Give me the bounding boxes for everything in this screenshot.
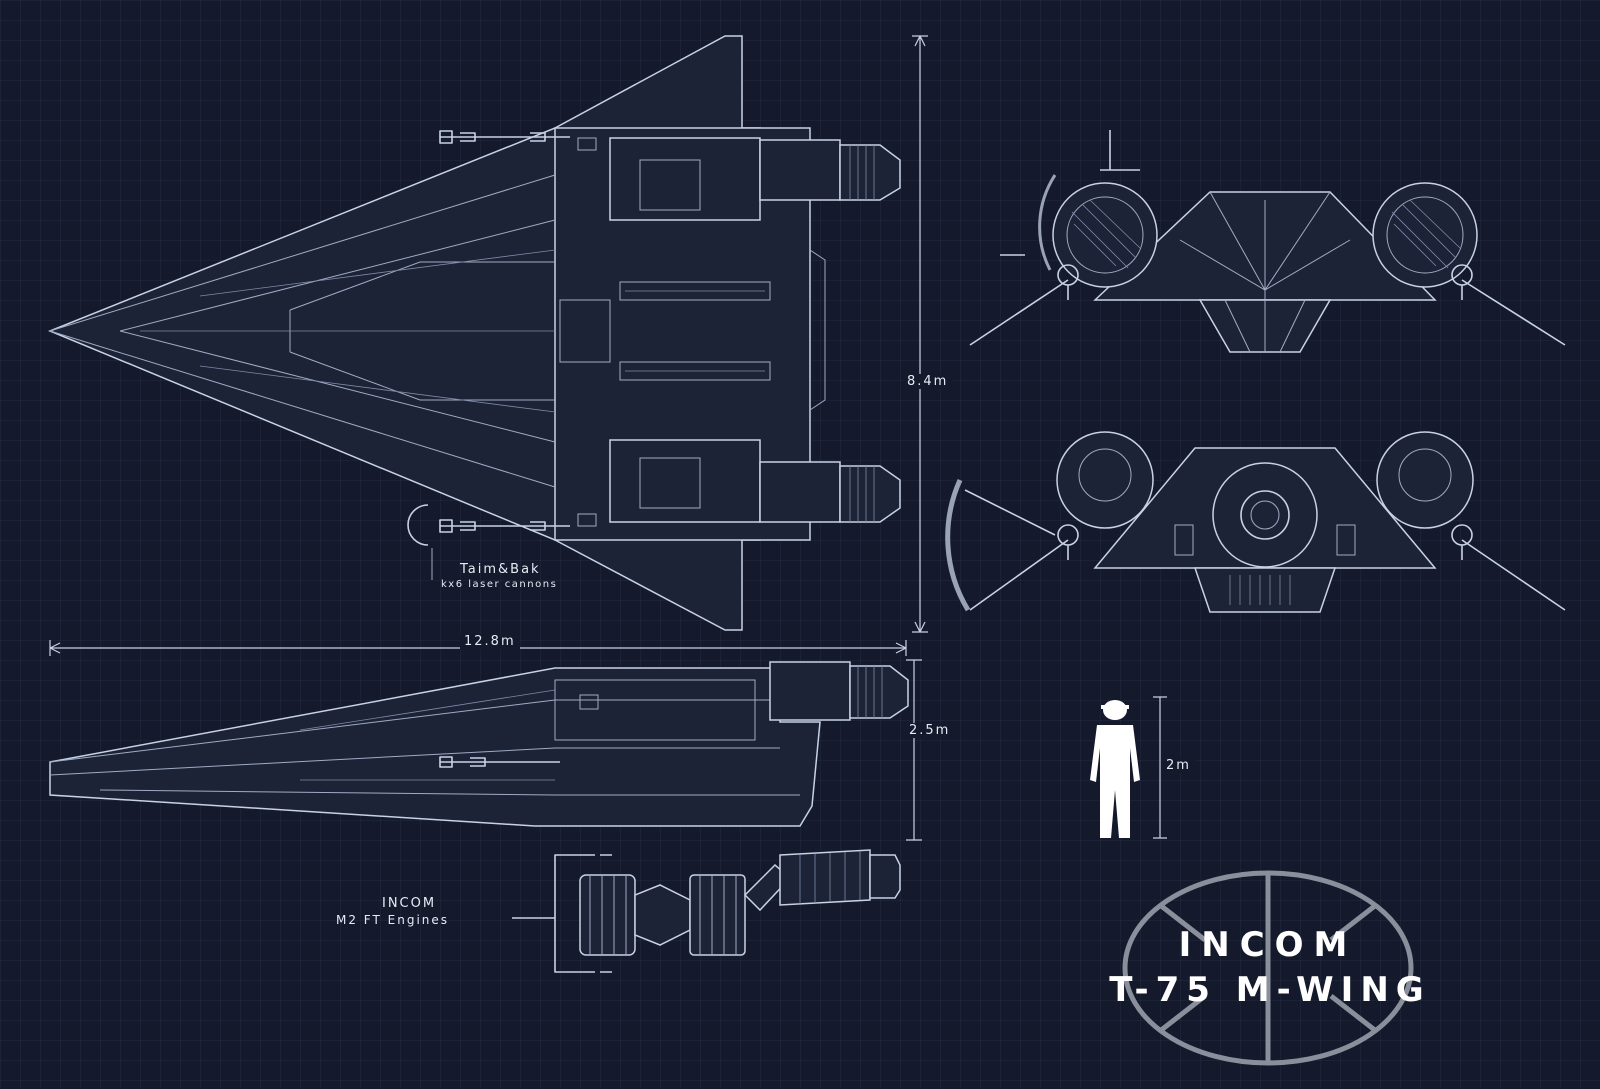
front-view: [969, 130, 1566, 353]
engine-detail: [512, 849, 901, 973]
pilot-height-label: 2m: [1162, 758, 1195, 773]
side-view: [49, 661, 909, 827]
incom-emblem: [1122, 870, 1414, 1066]
top-view: [48, 35, 901, 631]
engine-model-label: M2 FT Engines: [336, 913, 450, 927]
width-dimension-label: 8.4m: [903, 374, 953, 389]
weapons-maker-label: Taim&Bak: [460, 562, 541, 577]
dimension-lines: [49, 35, 1167, 841]
length-dimension-label: 12.8m: [460, 634, 520, 649]
manufacturer-title: INCOM: [1178, 925, 1358, 965]
rear-view: [945, 431, 1566, 613]
pilot-silhouette: [1090, 700, 1140, 838]
engine-maker-label: INCOM: [382, 896, 437, 911]
height-dimension-label: 2.5m: [905, 723, 955, 738]
ship-title: T-75 M-WING: [1109, 970, 1431, 1010]
weapons-model-label: kx6 laser cannons: [441, 579, 558, 590]
